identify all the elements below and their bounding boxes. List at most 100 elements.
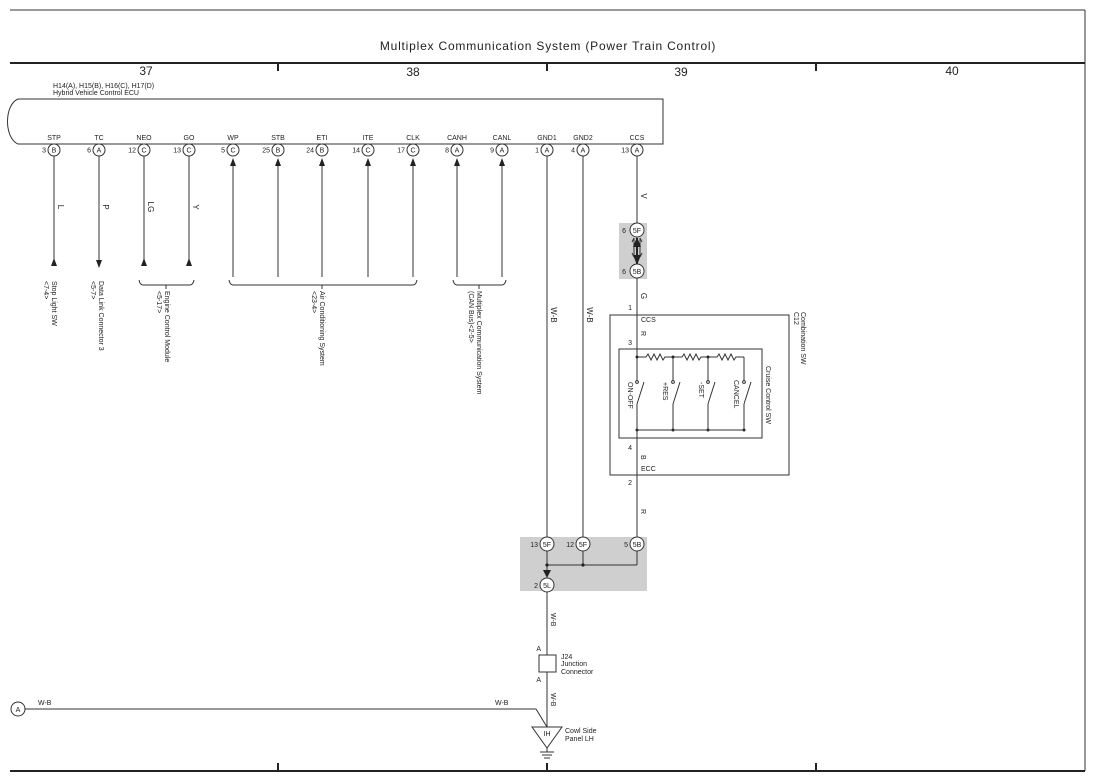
svg-text:5B: 5B [633, 269, 642, 276]
pin-connector-letter: A [635, 148, 640, 155]
pin-connector-circle [271, 143, 285, 157]
svg-text:5B: 5B [633, 542, 642, 549]
column-number-40: 40 [945, 64, 959, 78]
wire-color-y: Y [191, 204, 200, 210]
c12-pin-1: 1 [628, 305, 632, 312]
dlc3-label: Data Link Connector 3 [97, 281, 104, 351]
pin-name: GO [184, 135, 195, 142]
arrow-up-stb [275, 158, 281, 166]
pin-number: 4 [571, 148, 575, 155]
arrow-up-canh [454, 158, 460, 166]
j24-label-line2: Connector [561, 669, 594, 676]
pin-number: 24 [306, 148, 314, 155]
ecu-box [7, 98, 664, 145]
arrow-up-clk [410, 158, 416, 166]
pin-connector-letter: B [320, 148, 325, 155]
wire-color-p: P [101, 204, 110, 209]
j24-junction-connector: A A J24 Junction Connector [536, 646, 594, 684]
c12-code: C12 [792, 312, 799, 325]
pin-connector-circle [495, 143, 509, 157]
pin-connector-letter: A [500, 148, 505, 155]
connector-5b-6: 5B [629, 263, 645, 279]
c12-pin-3: 3 [628, 340, 632, 347]
ecu-connector-codes: H14(A), H15(B), H16(C), H17(D) [53, 83, 154, 90]
c12-pin-4: 4 [628, 445, 632, 452]
ecm-ref: <5-17> [155, 291, 162, 313]
destination-brackets [138, 279, 507, 289]
signal-arrows [51, 158, 505, 268]
pin-number: 5 [221, 148, 225, 155]
svg-text:A: A [16, 707, 21, 714]
switch-cancel-label: CANCEL [732, 380, 739, 409]
ecm-label: Engine Control Module [163, 291, 170, 362]
pin-number: 17 [397, 148, 405, 155]
connector-5f-6: 5F [629, 222, 645, 238]
pin-name: NEO [136, 135, 152, 142]
c12-name: Combination SW [799, 312, 806, 365]
arrow-up-neo [141, 258, 147, 266]
svg-text:A: A [536, 646, 541, 653]
pin-connector-letter: C [410, 148, 415, 155]
column-number-39: 39 [674, 65, 688, 79]
pin-number: 12 [128, 148, 136, 155]
c12-ccs-label: CCS [641, 317, 656, 324]
column-number-38: 38 [406, 65, 420, 79]
ground-junction-block: 5F 13 5F 12 5B 5 5L 2 [520, 536, 647, 593]
j24-label-line1: Junction [561, 661, 587, 668]
c12-wire-b: B [639, 455, 646, 460]
pin-connector-circle [406, 143, 420, 157]
destination-labels: Stop Light SW <7-4> Data Link Connector … [42, 281, 482, 395]
stop-light-sw-ref: <7-4> [42, 281, 49, 299]
wire-color-l: L [56, 205, 65, 210]
arrow-up-ite [365, 158, 371, 166]
ac-system-ref: <23-4> [310, 291, 317, 313]
svg-text:IH: IH [544, 731, 551, 738]
pin-number: 9 [490, 148, 494, 155]
ac-system-label: Air Conditioning System [318, 291, 325, 366]
ecu-name: Hybrid Vehicle Control ECU [53, 90, 139, 97]
pin-connector-circle [361, 143, 375, 157]
svg-text:6: 6 [622, 228, 626, 235]
wire-color-g: G [639, 293, 648, 299]
wire-color-wb-right: W-B [495, 700, 509, 707]
switch-set-label: -SET [697, 382, 704, 399]
pin-number: 6 [87, 148, 91, 155]
pin-number: 13 [621, 148, 629, 155]
pin-connector-letter: C [230, 148, 235, 155]
pin-name: CANL [493, 135, 512, 142]
wire-color-r-lower: R [639, 509, 646, 514]
ground-point-ih: IH Cowl Side Panel LH [531, 726, 597, 759]
cruise-control-sw-label: Cruise Control SW [764, 366, 771, 424]
wire-color-v: V [639, 193, 648, 199]
connector-5l-2: 5L [539, 577, 555, 593]
connector-5f-13: 5F [539, 536, 555, 552]
arrow-up-canl [499, 158, 505, 166]
pin-number: 25 [262, 148, 270, 155]
stop-light-sw-label: Stop Light SW [50, 281, 57, 326]
wire-color-wb-left: W-B [38, 700, 52, 707]
c12-wire-r-top: R [639, 331, 646, 336]
pin-connector-circle [226, 143, 240, 157]
pin-name: GND1 [537, 135, 557, 142]
pin-number: 8 [445, 148, 449, 155]
pin-number: 1 [535, 148, 539, 155]
arrow-down-tc [96, 260, 102, 268]
ground-label-line1: Cowl Side [565, 728, 597, 735]
connector-5f-12: 5F [575, 536, 591, 552]
ecu-pins: STPB3TCA6NEOC12GOC13WPC5STBB25ETIB24ITEC… [42, 135, 645, 157]
pin-connector-letter: A [455, 148, 460, 155]
svg-text:5F: 5F [633, 228, 641, 235]
wire-color-wb-j24: W-B [549, 693, 556, 707]
pin-connector-letter: A [545, 148, 550, 155]
svg-text:5F: 5F [579, 542, 587, 549]
arrow-up-go [186, 258, 192, 266]
pin-connector-letter: C [365, 148, 370, 155]
